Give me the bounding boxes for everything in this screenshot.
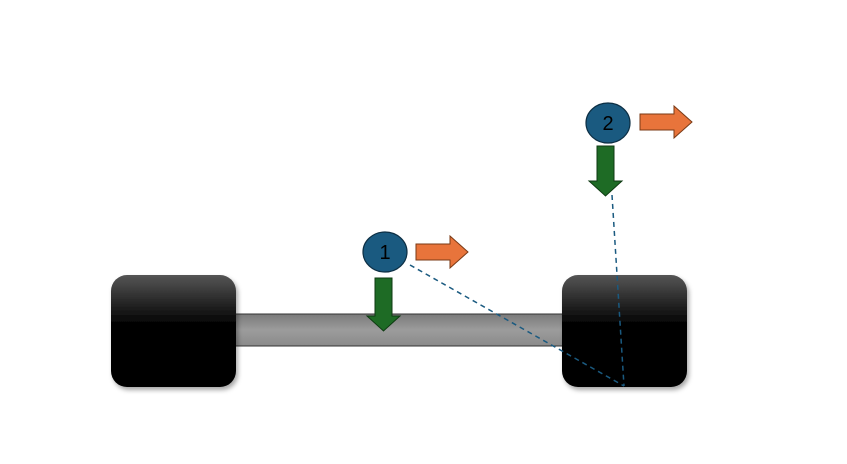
dashed-line-marker-1	[409, 264, 625, 387]
marker-2-label: 2	[602, 113, 613, 135]
left-wheel	[111, 275, 236, 387]
marker-2	[585, 102, 631, 144]
arrow-down-icon	[587, 145, 624, 197]
arrow-right-icon	[415, 234, 469, 270]
marker-1-label: 1	[379, 242, 390, 264]
dashed-line-marker-2	[611, 194, 625, 387]
arrow-down-icon	[365, 277, 402, 332]
marker-1	[362, 231, 408, 273]
axle	[229, 313, 569, 347]
arrow-right-icon	[639, 104, 693, 140]
right-wheel	[562, 275, 687, 387]
marker-2-group: 2	[585, 102, 693, 197]
marker-1-group: 1	[362, 231, 469, 332]
